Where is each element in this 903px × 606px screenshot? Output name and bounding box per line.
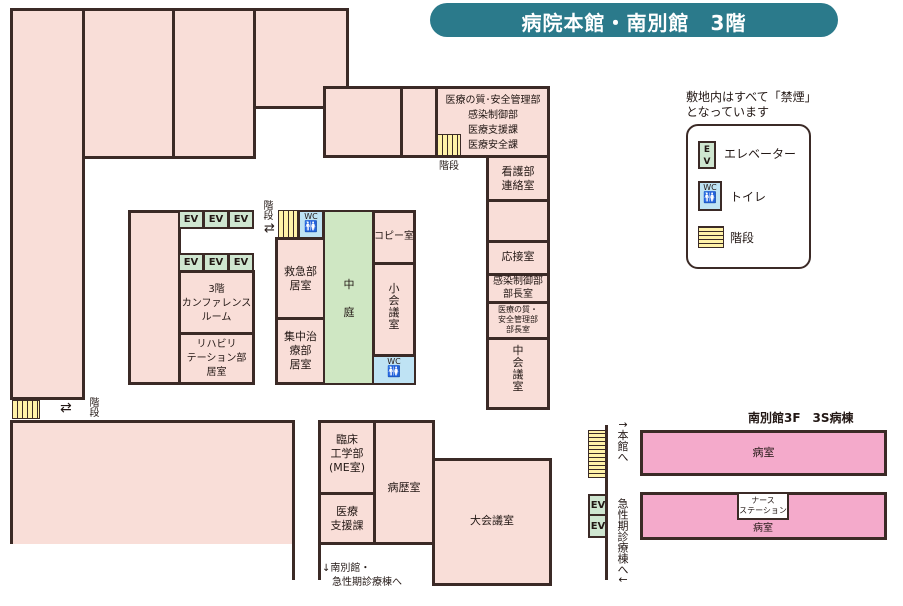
wc-south-label: WC bbox=[387, 357, 401, 366]
stairs-center-label: 階段 bbox=[261, 200, 272, 220]
ev-top-2: EV bbox=[203, 210, 229, 229]
wall-corridor-2 bbox=[432, 544, 435, 580]
ward-north bbox=[640, 430, 887, 476]
stairs-center bbox=[278, 210, 298, 240]
south-annex-title: 南別館3F 3S病棟 bbox=[748, 411, 854, 425]
to-main-building: ↑本館へ bbox=[616, 420, 629, 463]
mid-meeting-label: 中 会 議 室 bbox=[512, 344, 524, 393]
records-room bbox=[373, 420, 435, 545]
icu-room bbox=[275, 317, 326, 385]
north-room-1 bbox=[82, 8, 175, 159]
rehab-room-label: リハビリ テーション部 居室 bbox=[186, 339, 247, 378]
office-block-a bbox=[323, 86, 403, 158]
stairs-center-arrows: ⇄ bbox=[264, 221, 275, 236]
big-meeting-room bbox=[432, 458, 552, 586]
wall-south-annex bbox=[605, 425, 608, 580]
legend-wc-icon: WC 🚻 bbox=[698, 181, 722, 211]
ev-top-1: EV bbox=[178, 210, 204, 229]
stairs-west-label: 階段 bbox=[87, 397, 98, 417]
legend-ev-icon: E V bbox=[698, 141, 716, 169]
title-banner bbox=[430, 3, 838, 37]
stairs-north-label: 階段 bbox=[439, 161, 459, 172]
to-south-annex: ↓南別館・ 急性期診療棟へ bbox=[322, 563, 402, 588]
nursing-room bbox=[486, 155, 550, 202]
stairs-west-arrows: ⇄ bbox=[60, 400, 72, 416]
north-room-2 bbox=[172, 8, 256, 159]
stairs-north bbox=[437, 134, 461, 156]
wc-south-icon: 🚻 bbox=[387, 365, 401, 378]
wc-north-label: WC bbox=[304, 212, 318, 221]
west-corridor-wing bbox=[10, 8, 85, 400]
wc-south: WC 🚻 bbox=[372, 355, 416, 385]
legend-stairs-icon bbox=[698, 226, 724, 248]
page-title: 病院本館・南別館 3階 bbox=[521, 11, 747, 35]
legend-ev-label: エレベーター bbox=[724, 147, 797, 161]
er-room-label: 救急部 居室 bbox=[284, 265, 317, 292]
wall-south-west bbox=[292, 420, 295, 580]
office-block-b bbox=[400, 86, 438, 158]
wc-north: WC 🚻 bbox=[298, 210, 324, 240]
small-meeting-label: 小 会 議 室 bbox=[388, 282, 400, 331]
to-acute-building: 急性期診療棟へ↓ bbox=[616, 498, 629, 585]
ev-top-3: EV bbox=[228, 210, 254, 229]
ward-north-label: 病室 bbox=[752, 446, 775, 459]
mid-meeting-room bbox=[486, 337, 550, 410]
conference-room-label: 3階 カンファレンス ルーム bbox=[181, 284, 252, 323]
stairs-west bbox=[12, 400, 40, 419]
legend-stairs-label: 階段 bbox=[730, 231, 755, 245]
copy-room bbox=[372, 210, 416, 265]
nurse-station bbox=[737, 492, 789, 520]
me-room-label: 臨床 工学部 (ME室) bbox=[328, 433, 366, 474]
conference-wing bbox=[128, 210, 181, 385]
legend-toilet-label: トイレ bbox=[730, 190, 767, 204]
icu-room-label: 集中治 療部 居室 bbox=[284, 330, 317, 371]
nurse-station-label: ナース ステーション bbox=[739, 496, 787, 515]
small-meeting-room bbox=[372, 262, 416, 357]
conference-room bbox=[178, 270, 255, 335]
wc-north-icon: 🚻 bbox=[304, 220, 318, 233]
quality-head-label: 医療の質・ 安全管理部 部長室 bbox=[498, 305, 538, 334]
legend-wc-label: WC bbox=[703, 183, 717, 192]
nursing-room-label: 看護部 連絡室 bbox=[501, 165, 535, 192]
unnamed-room-east bbox=[486, 199, 550, 243]
no-smoking-notice: 敷地内はすべて「禁煙」 となっています bbox=[686, 90, 817, 119]
courtyard bbox=[323, 210, 375, 385]
big-meeting-label: 大会議室 bbox=[470, 514, 514, 527]
courtyard-label: 中 庭 bbox=[343, 278, 355, 319]
reception-room-label: 応接室 bbox=[501, 250, 535, 263]
infection-head-label: 感染制御部 部長室 bbox=[493, 276, 543, 300]
quality-head-room bbox=[486, 301, 550, 340]
south-west-block bbox=[10, 420, 295, 544]
copy-room-label: コピー室 bbox=[374, 231, 414, 242]
rehab-room bbox=[178, 332, 255, 385]
records-room-label: 病歴室 bbox=[387, 481, 421, 494]
quality-office-label: 医療の質･安全管理部 感染制御部 医療支援課 医療安全課 bbox=[445, 95, 541, 151]
support-room-label: 医療 支援課 bbox=[330, 505, 364, 532]
legend-toilet-icon: 🚻 bbox=[703, 191, 717, 204]
ward-south-label: 病室 bbox=[753, 523, 773, 534]
wall-corridor bbox=[318, 544, 321, 580]
